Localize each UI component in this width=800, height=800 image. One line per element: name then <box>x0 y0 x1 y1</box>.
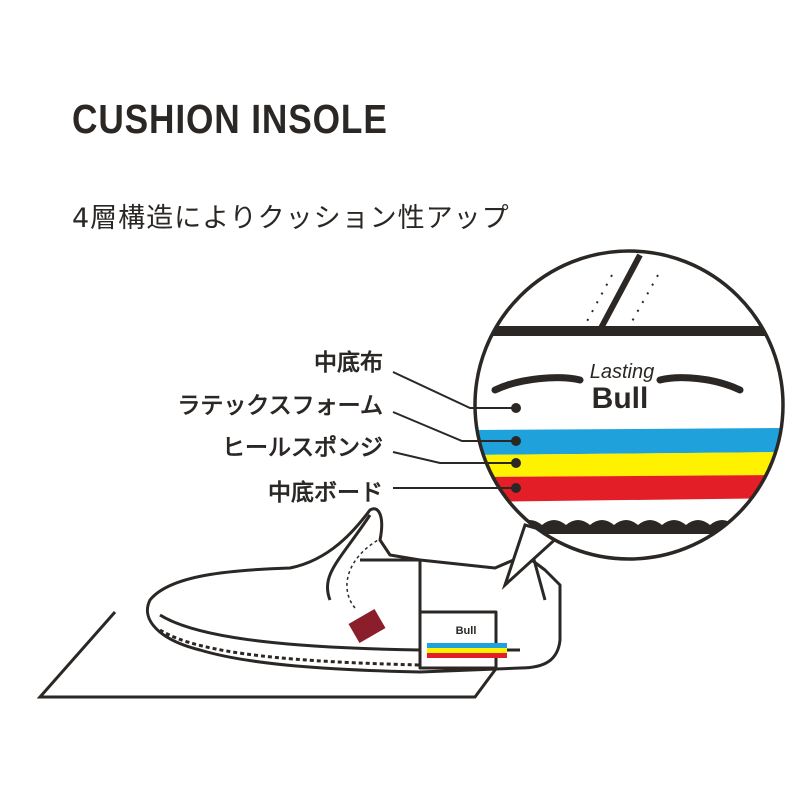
leader-dots <box>511 403 521 493</box>
shoe-illustration <box>146 507 562 674</box>
logo-script: Lasting <box>590 361 655 383</box>
zoom-circle-content <box>475 251 783 559</box>
label-insole-board: 中底ボード <box>268 480 383 506</box>
layer-latex-foam <box>475 428 783 455</box>
dot-latex-foam <box>511 436 521 446</box>
leader-lines <box>392 371 516 489</box>
shoe-tag <box>348 608 386 644</box>
label-insole-fabric: 中底布 <box>314 350 383 376</box>
layer-heel-sponge <box>475 452 783 477</box>
dot-insole-fabric <box>511 403 521 413</box>
shoe-stripes <box>427 643 507 658</box>
label-latex-foam: ラテックスフォーム <box>177 393 383 419</box>
dot-board <box>511 483 521 493</box>
zoom-circle <box>473 249 785 561</box>
subtitle: 4層構造によりクッション性アップ <box>72 203 510 234</box>
shoe-logo: Bull <box>456 625 477 637</box>
logo-name: Bull <box>592 382 649 415</box>
label-heel-sponge: ヒールスポンジ <box>222 435 383 461</box>
dot-heel-sponge <box>511 458 521 468</box>
page-title: CUSHION INSOLE <box>72 96 388 142</box>
layer-board <box>475 475 783 502</box>
